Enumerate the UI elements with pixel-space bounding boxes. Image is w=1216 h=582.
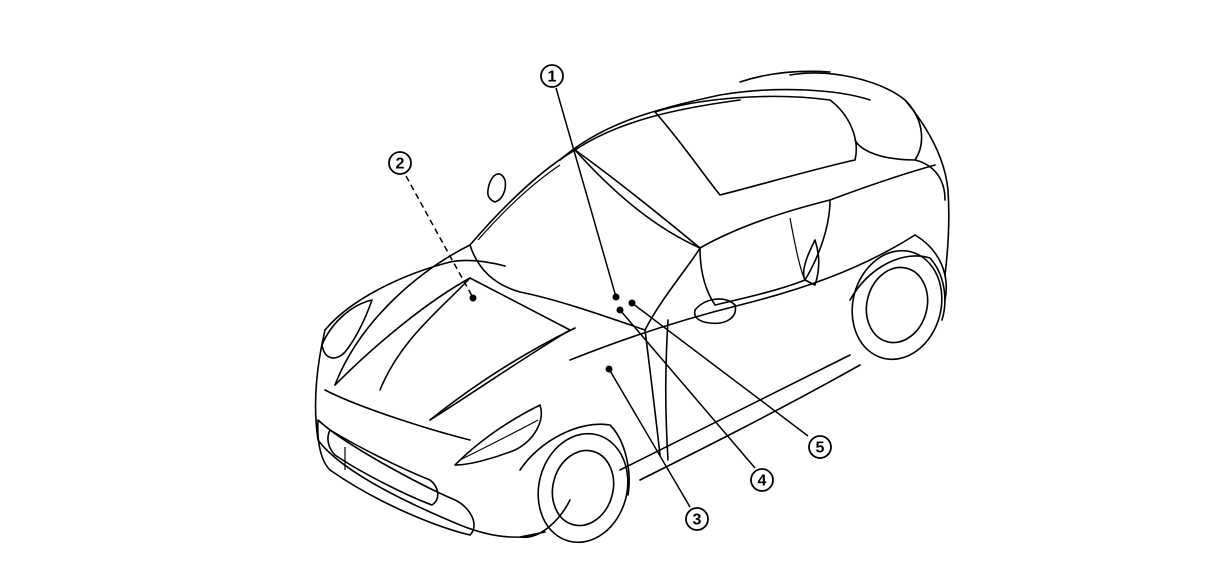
callout-3: 3: [685, 507, 709, 531]
callout-1: 1: [540, 64, 564, 88]
callout-5-label: 5: [816, 440, 825, 457]
car-outline: [314, 70, 950, 544]
location-dot-2: [469, 294, 477, 302]
leader-4: [619, 309, 756, 469]
leader-1: [555, 87, 617, 298]
location-dot-1: [612, 293, 620, 301]
leader-5: [631, 302, 809, 437]
leader-3: [608, 368, 691, 508]
callout-5: 5: [808, 435, 832, 459]
leader-lines: [405, 87, 809, 508]
callout-2-label: 2: [396, 156, 405, 173]
location-dot-3: [605, 365, 613, 373]
leader-2: [405, 175, 473, 297]
location-dots: [469, 293, 636, 373]
callout-4-label: 4: [758, 473, 767, 490]
callout-1-label: 1: [548, 69, 557, 86]
callout-3-label: 3: [693, 512, 702, 529]
callout-2: 2: [388, 151, 412, 175]
callout-4: 4: [750, 468, 774, 492]
location-dot-5: [628, 299, 636, 307]
location-dot-4: [616, 306, 624, 314]
